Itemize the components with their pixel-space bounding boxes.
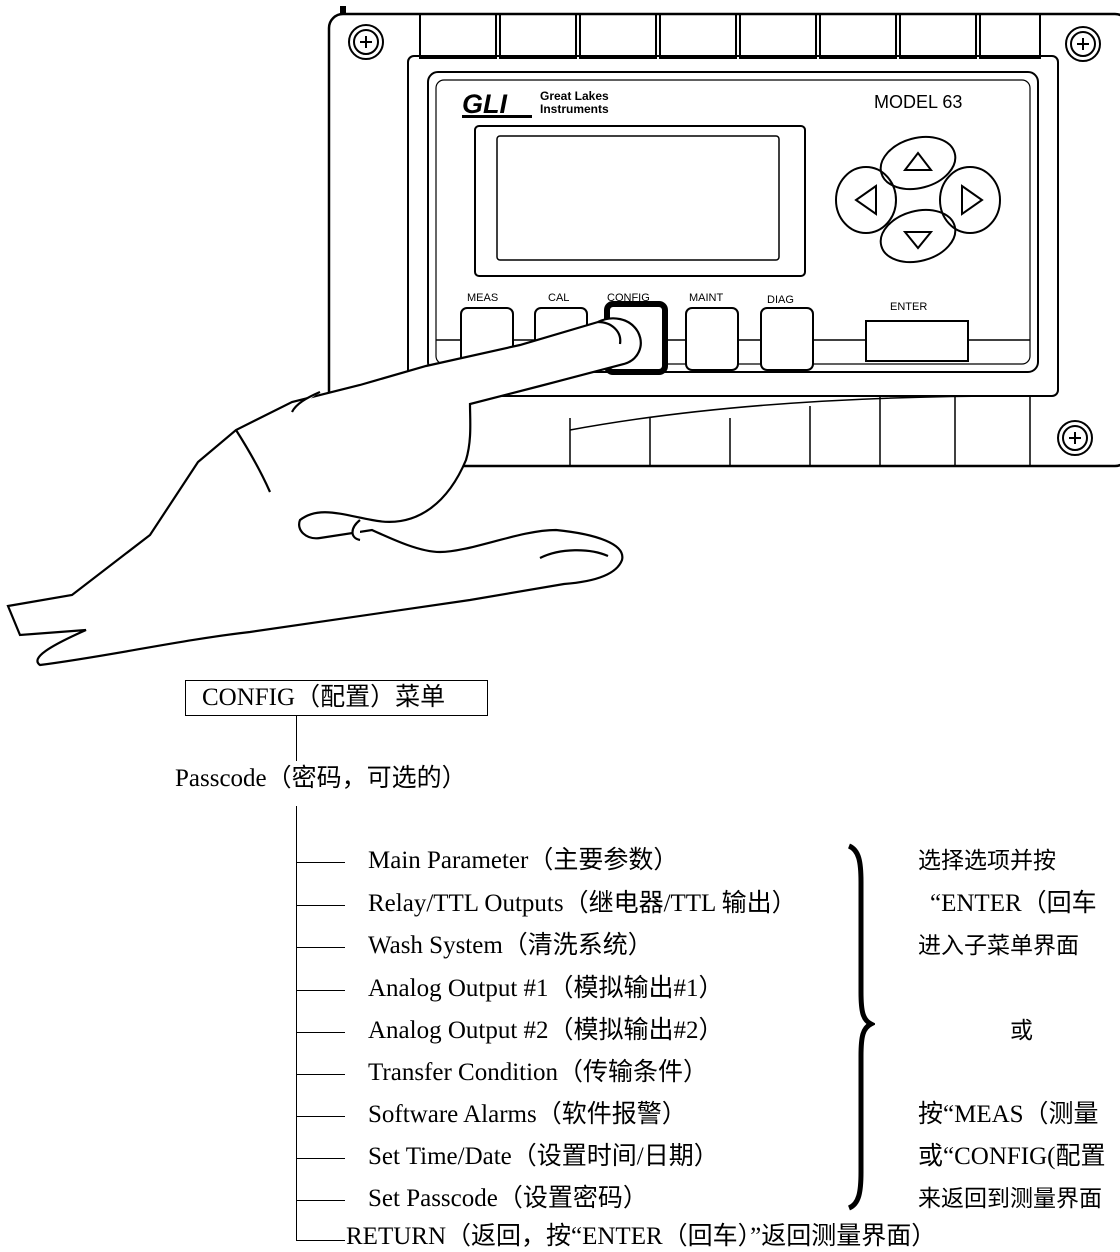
root-connector: [296, 716, 297, 761]
branch-line: [297, 947, 345, 948]
hand-icon: [6, 317, 642, 667]
branch-line: [297, 1158, 345, 1159]
front-panel: [427, 71, 1039, 373]
branch-line: [297, 990, 345, 991]
return-branch-line: [297, 1240, 345, 1241]
top-fins: [340, 6, 1041, 59]
right-arrow-icon: [939, 166, 1001, 234]
menu-item-transfer-condition: Transfer Condition（传输条件）: [368, 1059, 709, 1086]
note-line2: “ENTER（回车: [930, 890, 1097, 917]
menu-item-main-parameter: Main Parameter（主要参数）: [368, 847, 679, 874]
diag-label: DIAG: [767, 294, 794, 306]
config-label: CONFIG: [607, 292, 650, 304]
note-line1: 选择选项并按: [918, 848, 1056, 874]
menu-item-wash-system: Wash System（清洗系统）: [368, 932, 653, 959]
device-illustration: GLI Great Lakes Instruments MODEL 63 MEA…: [6, 6, 1120, 667]
corner-screws: [348, 24, 1101, 456]
brand-line1: Great Lakes: [540, 89, 609, 103]
cal-label: CAL: [548, 292, 569, 304]
keypad: [436, 301, 1030, 375]
menu-item-set-passcode: Set Passcode（设置密码）: [368, 1185, 648, 1212]
branch-line: [297, 1116, 345, 1117]
model-label: MODEL 63: [874, 92, 962, 112]
note-line4: 按“MEAS（测量: [918, 1101, 1099, 1128]
note-line5: 或“CONFIG(配置: [918, 1143, 1106, 1170]
menu-item-analog-output-1: Analog Output #1（模拟输出#1）: [368, 975, 724, 1002]
branch-line: [297, 905, 345, 906]
trunk-line: [296, 806, 297, 1241]
config-menu-title: CONFIG（配置）菜单: [202, 684, 446, 711]
lcd-screen: [474, 125, 806, 277]
menu-item-analog-output-2: Analog Output #2（模拟输出#2）: [368, 1017, 724, 1044]
inner-frame: [407, 55, 1059, 397]
logo-underline: [462, 115, 532, 118]
enter-key: [865, 320, 969, 362]
navigation-pad: [835, 135, 1001, 264]
branch-line: [297, 1032, 345, 1033]
down-arrow-icon: [879, 208, 957, 264]
note-line6: 来返回到测量界面: [918, 1186, 1102, 1212]
logo-text: GLI: [462, 89, 507, 119]
curly-brace: [847, 843, 875, 1211]
up-arrow-icon: [879, 135, 957, 191]
branch-line: [297, 862, 345, 863]
menu-item-set-time-date: Set Time/Date（设置时间/日期）: [368, 1143, 719, 1170]
maint-label: MAINT: [689, 292, 724, 304]
menu-item-relay-outputs: Relay/TTL Outputs（继电器/TTL 输出）: [368, 890, 797, 917]
menu-item-return: RETURN（返回，按“ENTER（回车）”返回测量界面）: [346, 1223, 937, 1250]
config-menu-box: CONFIG（配置）菜单: [185, 680, 488, 716]
branch-line: [297, 1074, 345, 1075]
note-or: 或: [1010, 1018, 1033, 1044]
bottom-fins: [569, 395, 1031, 466]
passcode-label: Passcode（密码，可选的）: [175, 765, 467, 792]
left-arrow-icon: [835, 166, 897, 234]
brand-line2: Instruments: [540, 102, 609, 116]
meas-label: MEAS: [467, 292, 498, 304]
maint-key: [685, 307, 739, 371]
note-line3: 进入子菜单界面: [918, 933, 1079, 959]
branch-line: [297, 1200, 345, 1201]
enter-label: ENTER: [890, 301, 927, 313]
menu-item-software-alarms: Software Alarms（软件报警）: [368, 1101, 687, 1128]
diag-key: [760, 307, 814, 371]
